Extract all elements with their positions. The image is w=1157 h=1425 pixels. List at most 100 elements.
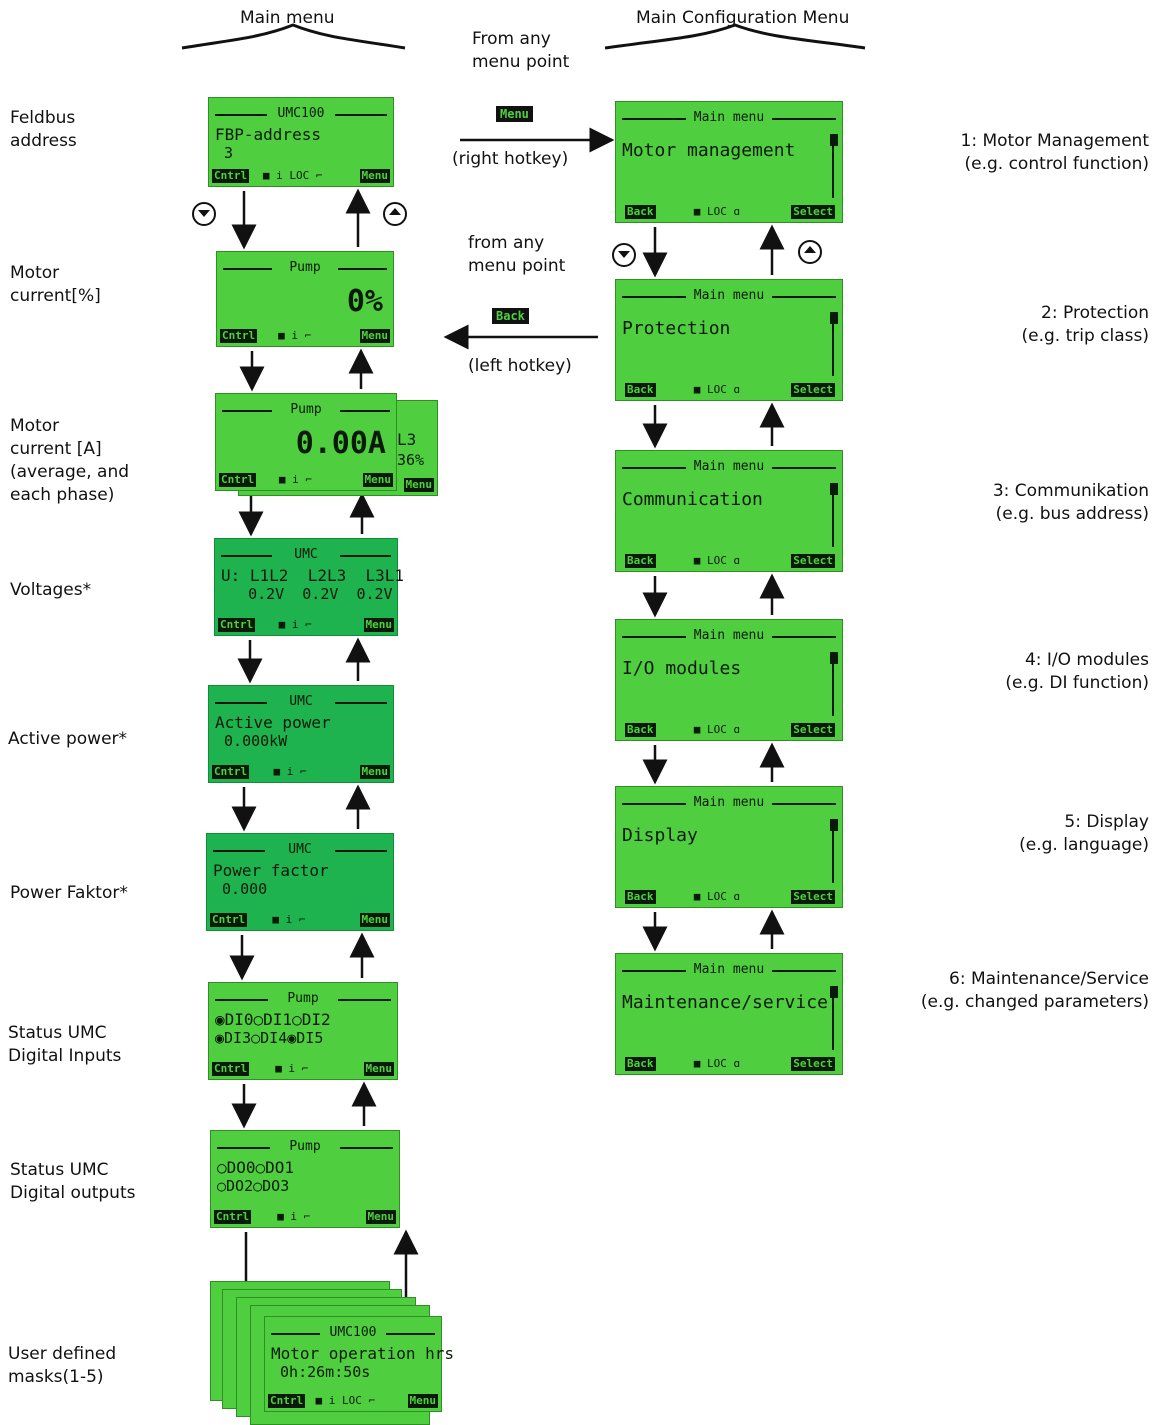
phase-l3-label: L3 [397,430,417,449]
config-screen-communication: Main menu Communication Back ■ LOC ɑ Sel… [615,450,843,572]
label-motor-current-pct: Motor current[%] [10,263,101,306]
screen-title: UMC [215,694,387,710]
label-status-do: Status UMC Digital outputs [10,1160,136,1203]
status-indicators: ■ i ⌐ [277,1210,311,1223]
scroll-up-icon [798,240,822,264]
label-status-di: Status UMC Digital Inputs [8,1023,122,1066]
select-hotkey: Select [791,890,835,904]
screen-line-1: Active power [215,713,331,732]
config-screen-display: Main menu Display Back ■ LOC ɑ Select [615,786,843,908]
status-indicators: ■ LOC ɑ [693,1057,741,1070]
status-indicators: ■ i ⌐ [272,913,306,926]
scrollbar [830,312,838,376]
scrollbar [830,986,838,1050]
back-from-label: from any menu point [468,233,566,276]
cntrl-hotkey: Cntrl [214,1210,252,1224]
back-hotkey: Back [625,890,656,904]
screen-footer: Cntrl ■ i ⌐ Menu [220,329,390,343]
cntrl-hotkey: Cntrl [212,1062,250,1076]
select-hotkey: Select [791,205,835,219]
status-indicators: ■ LOC ɑ [693,205,741,218]
screen-line-1: FBP-address [215,125,321,144]
scroll-up-icon [383,202,407,226]
status-indicators: ■ i ⌐ [275,1062,309,1075]
label-power-factor: Power Faktor* [10,883,128,903]
screen-title: Pump [222,402,390,418]
screen-line-1: ◉DI0○DI1○DI2 [215,1010,331,1029]
config-screen-protection: Main menu Protection Back ■ LOC ɑ Select [615,279,843,401]
back-hotkey: Back [625,1057,656,1071]
scrollbar [830,652,838,716]
screen-footer: Cntrl ■ i ⌐ Menu [214,1210,396,1224]
menu-item-label: I/O modules [622,658,742,679]
header-brace-right [604,23,866,50]
lcd-screen-active-power: UMC Active power 0.000kW Cntrl ■ i ⌐ Men… [208,685,394,783]
screen-title: Main menu [622,110,836,126]
screen-title: Main menu [622,962,836,978]
status-indicators: ■ LOC ɑ [693,383,741,396]
screen-footer: Cntrl ■ i ⌐ Menu [212,765,390,779]
screen-line-2: 0.000kW [215,732,288,750]
main-config-menu-header: Main Configuration Menu [636,8,850,28]
menu-hotkey: Menu [359,329,390,343]
config-screen-maintenance-service: Main menu Maintenance/service Back ■ LOC… [615,953,843,1075]
back-hotkey: Back [625,383,656,397]
screen-line-1: ○DO0○DO1 [217,1158,295,1177]
lcd-screen-motor-operation-hours: UMC100 Motor operation hrs 0h:26m:50s Cn… [264,1316,454,1412]
screen-title: UMC100 [215,106,387,122]
label-voltages: Voltages* [10,580,92,600]
status-indicators: ■ i LOC ⌐ [262,169,323,182]
screen-line-2: ◉DI3○DI4◉DI5 [215,1029,324,1047]
screen-line-2: 0h:26m:50s [271,1363,371,1381]
screen-footer: Back ■ LOC ɑ Select [619,205,839,219]
label-motor-management: 1: Motor Management (e.g. control functi… [960,131,1149,174]
screen-big-value: 0.00A [295,426,386,461]
lcd-screen-fbp-address: UMC100 FBP-address 3 Cntrl ■ i LOC ⌐ Men… [208,97,394,187]
screen-footer: Back ■ LOC ɑ Select [619,554,839,568]
scrollbar [830,819,838,883]
cntrl-hotkey: Cntrl [218,618,256,632]
status-indicators: ■ LOC ɑ [693,554,741,567]
scroll-down-icon [612,243,636,267]
back-hotkey: Back [625,554,656,568]
screen-title: UMC [221,547,391,563]
cntrl-hotkey: Cntrl [220,329,258,343]
menu-item-label: Protection [622,318,731,339]
scroll-down-icon [192,202,216,226]
menu-hotkey: Menu [363,618,394,632]
menu-item-label: Display [622,825,698,846]
screen-footer: Cntrl ■ i ⌐ Menu [210,913,390,927]
lcd-screen-voltages: UMC U: L1L2 L2L3 L3L1 0.2V 0.2V 0.2V Cnt… [214,538,404,636]
screen-footer: Back ■ LOC ɑ Select [619,723,839,737]
screen-big-value: 0% [346,284,383,319]
menu-item-label: Motor management [622,140,796,161]
menu-hotkey-label: Menu [496,106,533,122]
cntrl-hotkey: Cntrl [268,1394,306,1408]
lcd-screen-motor-current-pct: Pump 0% Cntrl ■ i ⌐ Menu [216,251,394,347]
scrollbar [830,134,838,198]
label-protection: 2: Protection (e.g. trip class) [1021,303,1150,346]
label-io-modules: 4: I/O modules (e.g. DI function) [1005,650,1149,693]
menu-hotkey: Menu [359,765,390,779]
screen-title: UMC [213,842,387,858]
screen-line-2: 0.000 [213,880,268,898]
screen-title: Pump [217,1139,393,1155]
lcd-screen-power-factor: UMC Power factor 0.000 Cntrl ■ i ⌐ Menu [206,833,394,931]
status-indicators: ■ i ⌐ [273,765,307,778]
status-indicators: ■ i ⌐ [278,473,312,486]
back-hotkey: Back [625,723,656,737]
header-brace-left [181,23,406,50]
screen-footer: Cntrl ■ i ⌐ Menu [212,1062,394,1076]
status-indicators: ■ i LOC ⌐ [315,1394,376,1407]
screen-line-2: 3 [215,144,234,162]
label-feldbus-address: Feldbus address [10,108,77,151]
label-user-masks: User defined masks(1-5) [8,1344,117,1387]
cntrl-hotkey: Cntrl [219,473,257,487]
lcd-screen-digital-outputs: Pump ○DO0○DO1 ○DO2○DO3 Cntrl ■ i ⌐ Menu [210,1130,400,1228]
status-indicators: ■ i ⌐ [278,618,312,631]
menu-hotkey: Menu [363,1062,394,1076]
screen-footer: Back ■ LOC ɑ Select [619,890,839,904]
menu-hotkey-desc: (right hotkey) [452,149,569,169]
screen-line-1: Motor operation hrs [271,1344,455,1363]
